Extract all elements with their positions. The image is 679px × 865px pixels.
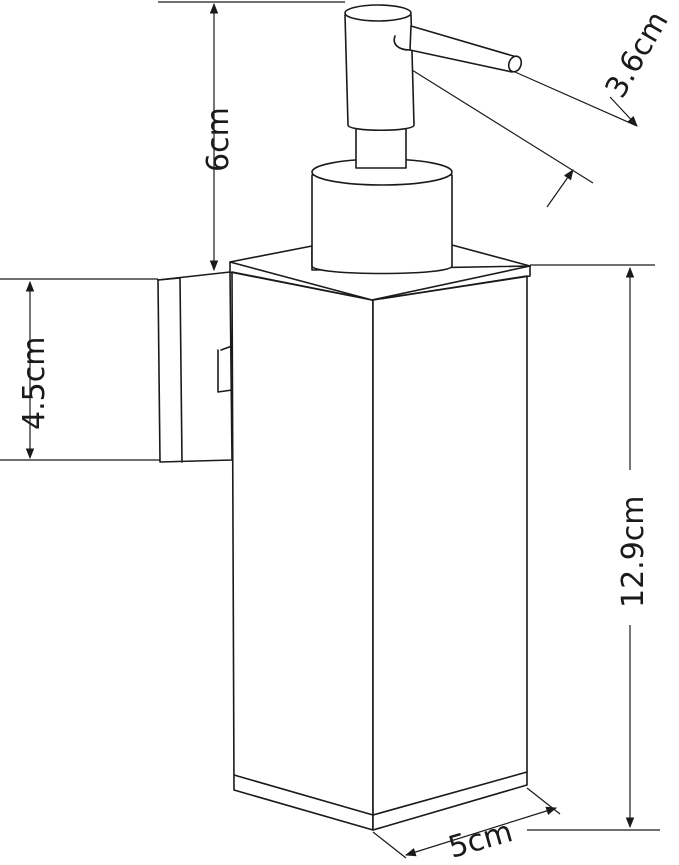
pump-height-label: 6cm (201, 107, 236, 172)
body-height-label: 12.9cm (616, 495, 651, 608)
pump-head (311, 4, 523, 275)
pump-height-dimension: 6cm (158, 1, 345, 272)
base-width-label: 5cm (445, 814, 517, 865)
dispenser-body (229, 244, 531, 831)
bracket-height-label: 4.5cm (17, 337, 52, 430)
bracket-height-dimension: 4.5cm (0, 278, 160, 461)
spout-length-label: 3.6cm (599, 6, 676, 104)
body-height-dimension: 12.9cm (527, 264, 660, 831)
wall-bracket (157, 271, 233, 463)
